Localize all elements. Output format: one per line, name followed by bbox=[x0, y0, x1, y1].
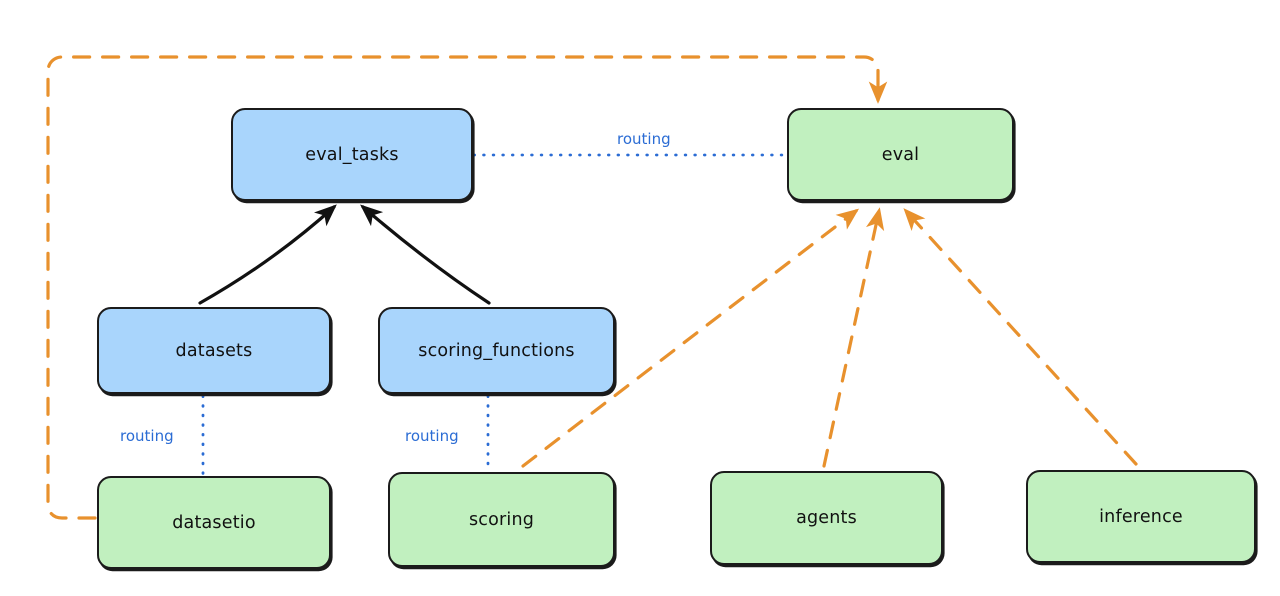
node-agents[interactable]: agents bbox=[710, 471, 943, 565]
node-label-inference: inference bbox=[1099, 506, 1183, 527]
node-scoring-functions[interactable]: scoring_functions bbox=[378, 307, 615, 394]
edge-agents-eval bbox=[822, 207, 885, 468]
node-inference[interactable]: inference bbox=[1026, 470, 1256, 563]
edge-scoring_functions-eval_tasks bbox=[360, 204, 491, 305]
node-eval-tasks[interactable]: eval_tasks bbox=[231, 108, 473, 201]
node-eval[interactable]: eval bbox=[787, 108, 1014, 201]
node-datasetio[interactable]: datasetio bbox=[97, 476, 331, 569]
node-label-datasets: datasets bbox=[175, 340, 253, 361]
node-scoring[interactable]: scoring bbox=[388, 472, 615, 567]
node-label-scoring-functions: scoring_functions bbox=[418, 340, 575, 361]
edge-inference-eval bbox=[903, 208, 1138, 466]
node-label-eval-tasks: eval_tasks bbox=[305, 144, 399, 165]
node-label-agents: agents bbox=[796, 508, 857, 528]
node-label-scoring: scoring bbox=[468, 509, 535, 530]
edge-datasets-eval_tasks bbox=[198, 204, 337, 305]
edge-label-routing-datasetio: routing bbox=[117, 427, 177, 445]
edge-label-routing-scoring: routing bbox=[402, 427, 462, 445]
node-datasets[interactable]: datasets bbox=[97, 307, 331, 394]
node-label-datasetio: datasetio bbox=[172, 512, 256, 533]
node-label-eval: eval bbox=[881, 144, 920, 165]
edge-label-routing-eval: routing bbox=[614, 130, 674, 148]
